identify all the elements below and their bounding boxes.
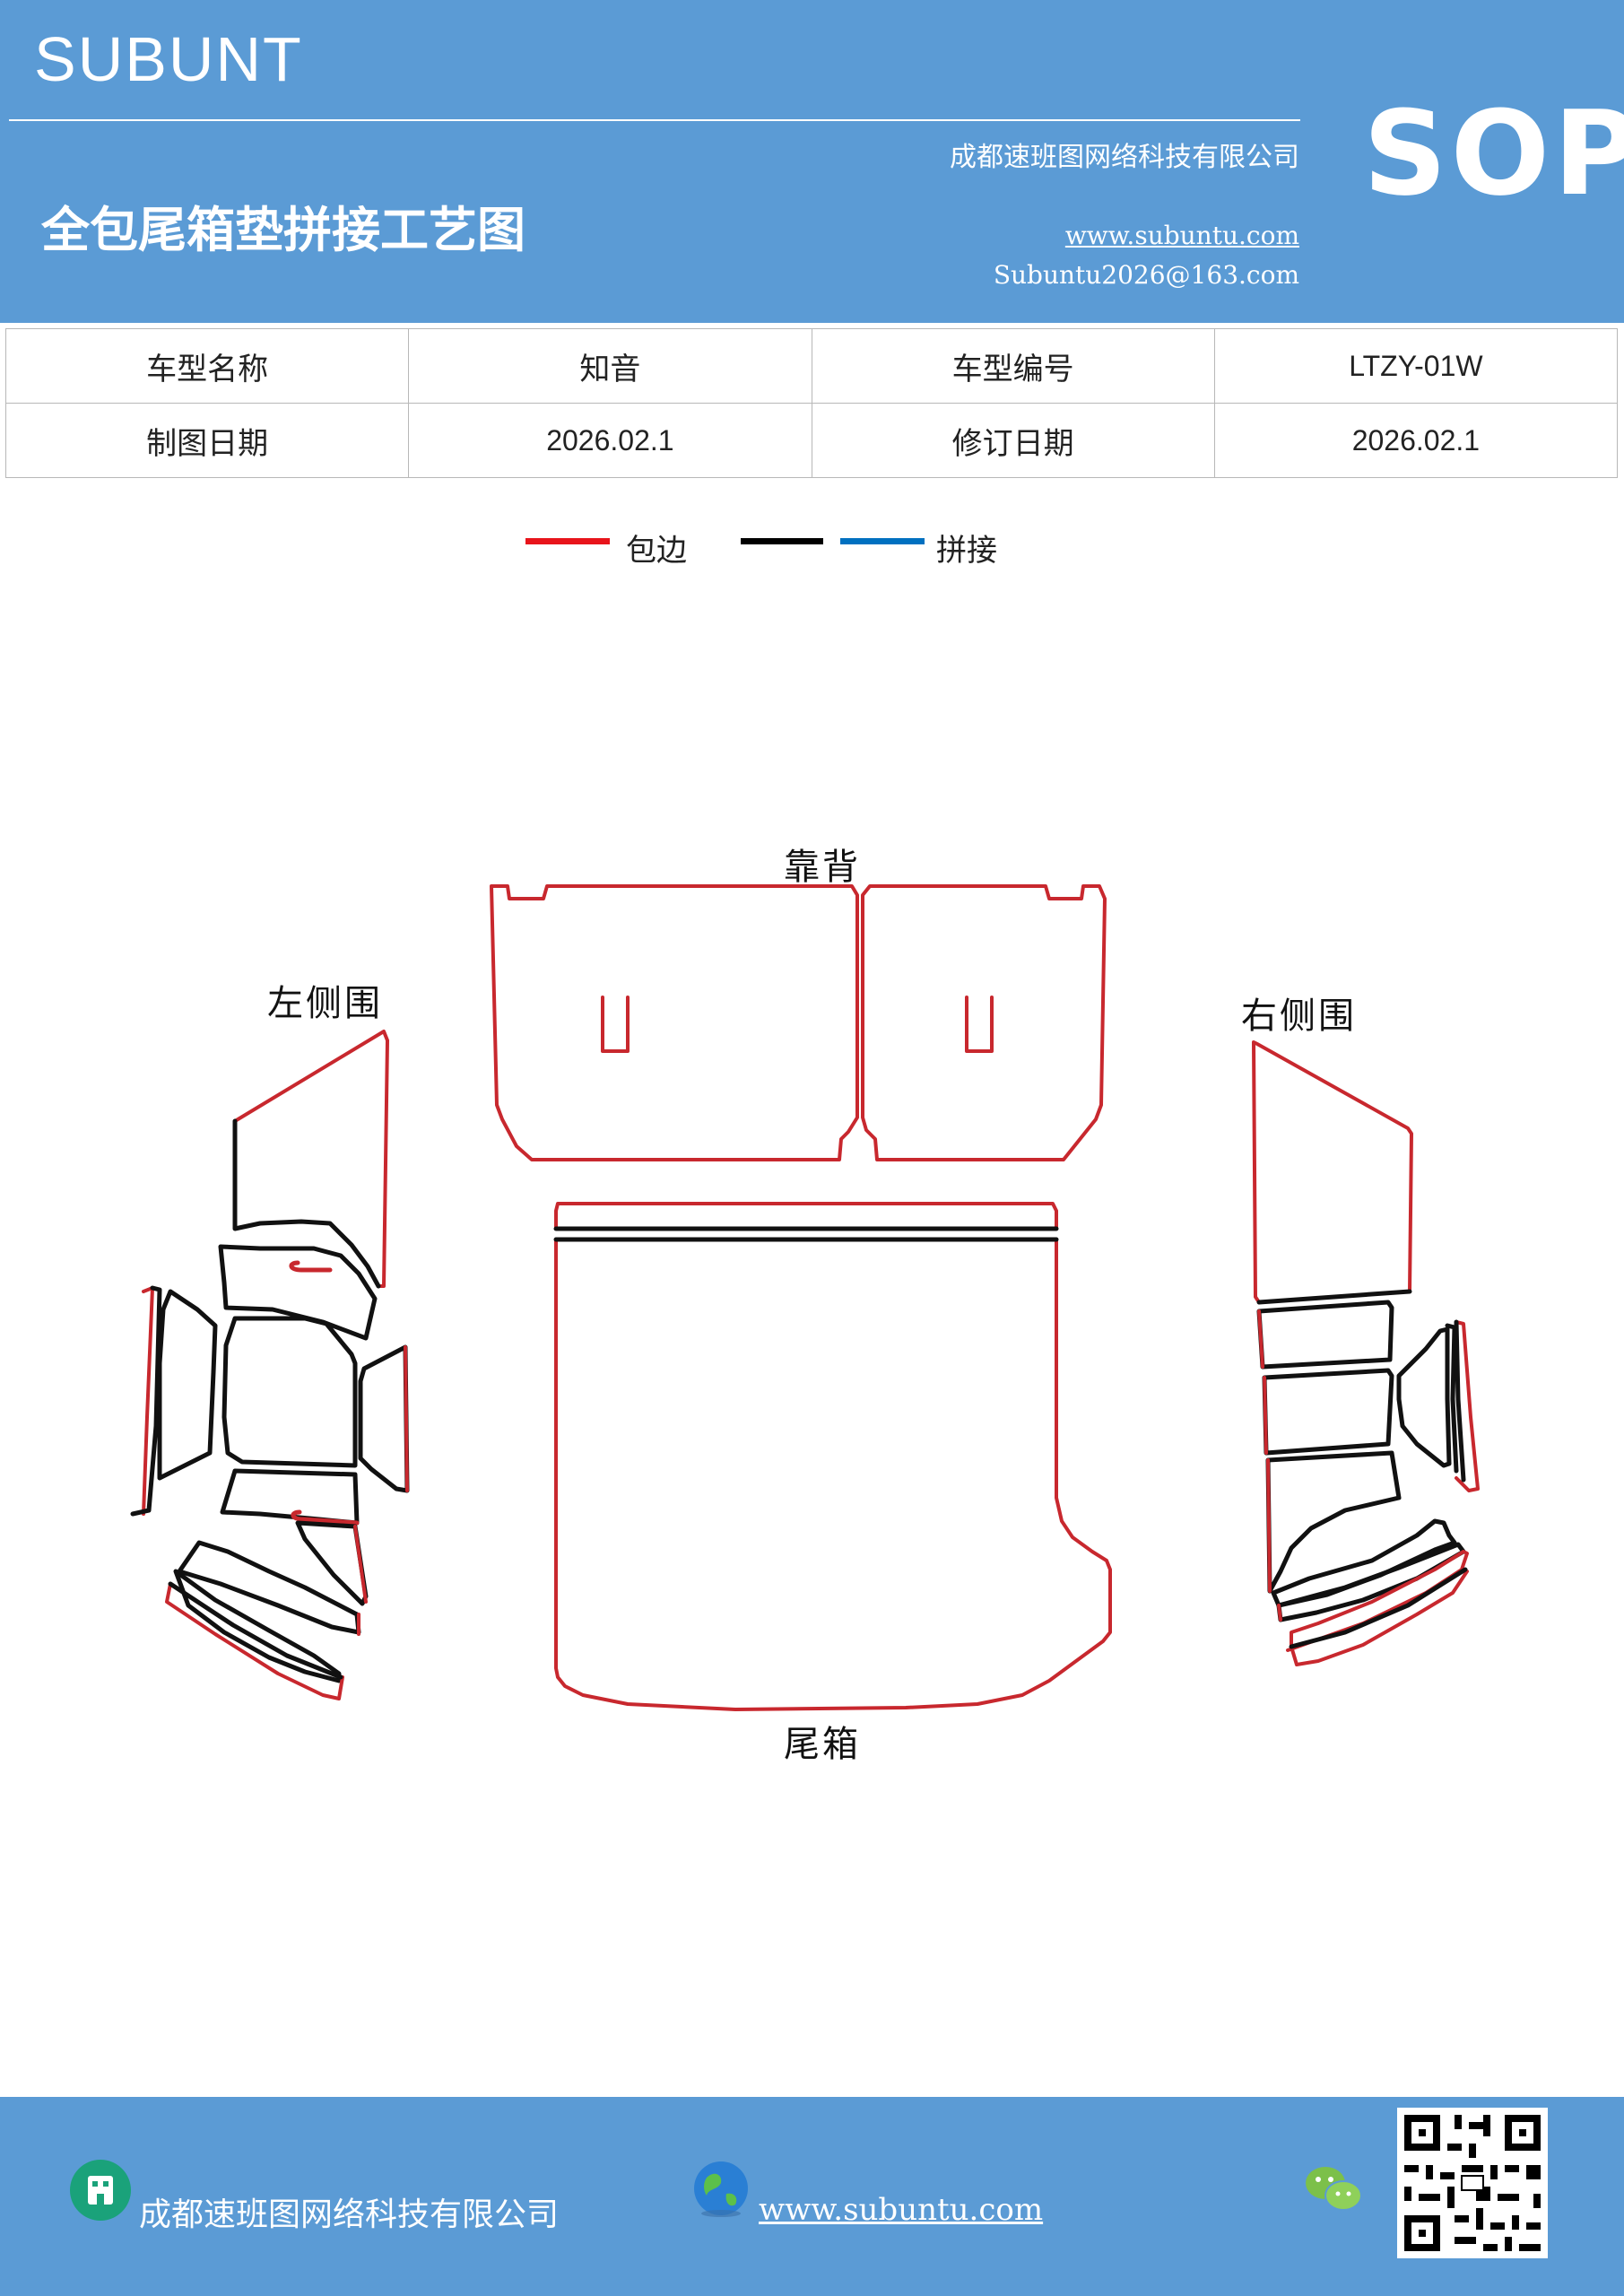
header-company: 成都速班图网络科技有限公司 bbox=[950, 142, 1299, 173]
backrest-left-panel bbox=[490, 884, 859, 1161]
backrest-left-slot bbox=[601, 996, 630, 1053]
legend-edge-label: 包边 bbox=[626, 533, 687, 569]
vehicle-info-table: 车型名称 知音 车型编号 LTZY-01W 制图日期 2026.02.1 修订日… bbox=[4, 328, 1619, 478]
footer-website-link[interactable]: www.subuntu.com bbox=[759, 2192, 1044, 2228]
right-strip-b-seam bbox=[1454, 1319, 1466, 1483]
right-lower-curve-2-edge bbox=[1277, 1604, 1282, 1622]
trunk-floor-panel bbox=[554, 1238, 1112, 1711]
table-cell: 制图日期 bbox=[4, 403, 410, 478]
right-upper-seam bbox=[1256, 1289, 1412, 1305]
left-hook-1 bbox=[289, 1260, 333, 1273]
left-strip-curve-3 bbox=[173, 1569, 342, 1683]
label-left-side: 左侧围 bbox=[267, 983, 383, 1024]
left-outer-strip-a bbox=[142, 1286, 154, 1516]
label-backrest: 靠背 bbox=[784, 847, 861, 888]
backrest-right-slot bbox=[965, 996, 994, 1053]
label-right-side: 右侧围 bbox=[1241, 996, 1357, 1037]
right-lower-curve-2 bbox=[1276, 1542, 1466, 1622]
right-bottom-strip-seam bbox=[1289, 1567, 1468, 1649]
left-piece-right-tab bbox=[358, 1344, 410, 1493]
table-row: 制图日期 2026.02.1 修订日期 2026.02.1 bbox=[4, 403, 1619, 478]
left-piece-2 bbox=[218, 1244, 378, 1341]
right-strip-b bbox=[1455, 1320, 1480, 1492]
left-piece-center bbox=[221, 1316, 358, 1468]
building-icon bbox=[70, 2160, 131, 2221]
right-lower-curve-1 bbox=[1271, 1518, 1457, 1608]
trunk-top-strip bbox=[554, 1202, 1058, 1231]
qr-code[interactable] bbox=[1397, 2108, 1548, 2258]
right-bottom-strip bbox=[1286, 1550, 1469, 1666]
table-cell: 知音 bbox=[408, 328, 812, 404]
table-cell: 2026.02.1 bbox=[1213, 403, 1619, 478]
left-strip-curve-1-edge bbox=[353, 1525, 368, 1604]
table-cell: 修订日期 bbox=[811, 403, 1215, 478]
right-piece-3 bbox=[1262, 1368, 1394, 1456]
legend-black-swatch bbox=[741, 538, 823, 544]
table-cell: LTZY-01W bbox=[1213, 328, 1619, 404]
globe-icon bbox=[690, 2158, 751, 2219]
footer-company: 成都速班图网络科技有限公司 bbox=[139, 2196, 560, 2233]
right-upper-panel bbox=[1252, 1040, 1413, 1304]
table-row: 车型名称 知音 车型编号 LTZY-01W bbox=[4, 328, 1619, 404]
left-piece-inner-left bbox=[157, 1289, 218, 1481]
right-piece-2-edge bbox=[1257, 1309, 1264, 1369]
left-tab-edge bbox=[404, 1345, 409, 1492]
left-bottom-strip bbox=[165, 1582, 344, 1700]
header-email[interactable]: Subuntu2026@163.com bbox=[993, 260, 1299, 290]
left-upper-seam bbox=[232, 1118, 381, 1289]
backrest-right-panel bbox=[861, 884, 1107, 1161]
brand-name: SUBUNT bbox=[34, 24, 303, 94]
left-hook-2 bbox=[291, 1509, 360, 1526]
legend-join-label: 拼接 bbox=[936, 533, 997, 569]
wechat-icon[interactable] bbox=[1302, 2161, 1365, 2217]
right-piece-curve-inner bbox=[1396, 1326, 1452, 1468]
header-banner bbox=[0, 0, 1624, 323]
right-piece-4-edge bbox=[1266, 1458, 1272, 1593]
document-title: 全包尾箱垫拼接工艺图 bbox=[41, 201, 525, 258]
left-upper-panel bbox=[233, 1030, 389, 1288]
sop-badge: SOP bbox=[1363, 85, 1624, 222]
left-piece-lower bbox=[220, 1468, 360, 1526]
table-cell: 车型名称 bbox=[4, 328, 410, 404]
table-cell: 2026.02.1 bbox=[408, 403, 812, 478]
right-strip-a bbox=[1445, 1323, 1459, 1474]
left-bottom-strip-seam bbox=[168, 1581, 343, 1680]
legend-join-swatch bbox=[840, 538, 925, 544]
header-website-link[interactable]: www.subuntu.com bbox=[1064, 221, 1299, 250]
header-divider bbox=[9, 119, 1300, 121]
table-cell: 车型编号 bbox=[811, 328, 1215, 404]
right-piece-4 bbox=[1265, 1450, 1402, 1594]
right-piece-3-edge bbox=[1263, 1376, 1268, 1455]
left-outer-strip-b bbox=[130, 1285, 162, 1517]
right-piece-2 bbox=[1256, 1300, 1394, 1370]
legend-edge-swatch bbox=[525, 538, 610, 544]
label-trunk: 尾箱 bbox=[784, 1724, 861, 1765]
